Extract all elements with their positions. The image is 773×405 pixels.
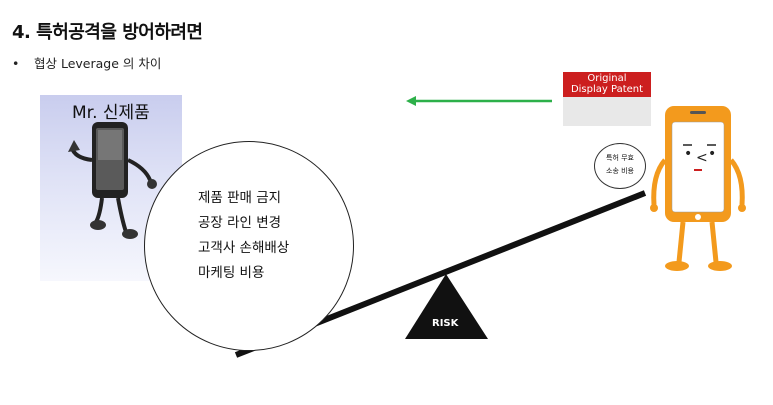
left-phone-character-icon [68, 122, 157, 239]
risk-items-circle [144, 141, 354, 351]
risk-item: 제품 판매 금지 [198, 190, 282, 206]
bubble-line2: 소송 비용 [606, 167, 634, 175]
new-product-label: Mr. 신제품 [72, 103, 150, 123]
bullet-line: • 협상 Leverage 의 차이 [12, 53, 161, 72]
svg-text:•: • [684, 146, 692, 162]
patent-label-line1: Original [587, 73, 627, 84]
seesaw-fulcrum-icon [405, 274, 488, 339]
risk-item: 마케팅 비용 [198, 265, 265, 281]
right-phone-character-icon: • < • [650, 106, 746, 271]
patent-image-bg [563, 97, 651, 126]
svg-text:•: • [708, 146, 716, 162]
bullet-marker: • [12, 56, 20, 71]
bubble-line1: 특허 무효 [606, 154, 634, 162]
risk-item: 고객사 손해배상 [198, 240, 290, 256]
page-title: 4. 특허공격을 방어하려면 [12, 22, 203, 43]
left-arrow-icon [406, 96, 552, 106]
patent-label: Original Display Patent [563, 72, 651, 97]
risk-items-list: 제품 판매 금지 공장 라인 변경 고객사 손해배상 마케팅 비용 [198, 186, 289, 286]
counter-risk-bubble: 특허 무효 소송 비용 [594, 143, 646, 189]
svg-text:<: < [696, 150, 708, 166]
patent-label-line2: Display Patent [570, 84, 644, 95]
risk-item: 공장 라인 변경 [198, 215, 282, 231]
bullet-text: 협상 Leverage 의 차이 [34, 56, 162, 71]
risk-label: RISK [432, 318, 459, 329]
